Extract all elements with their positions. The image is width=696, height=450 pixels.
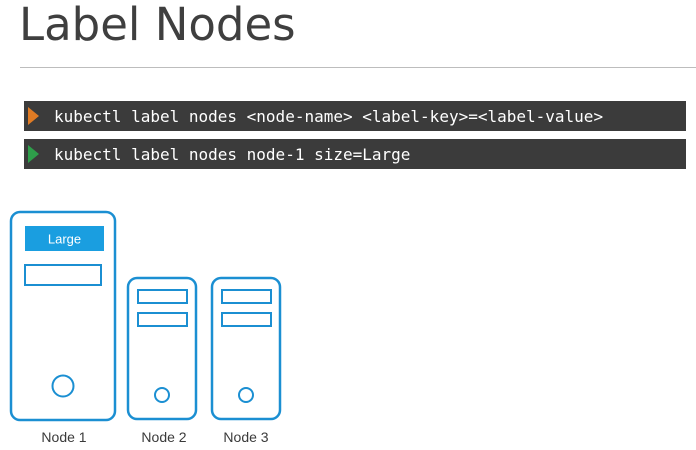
play-icon	[28, 145, 39, 163]
label-tag-text: Large	[48, 232, 81, 247]
title-divider	[20, 67, 696, 68]
play-icon	[28, 107, 39, 125]
command-text: kubectl label nodes <node-name> <label-k…	[54, 106, 604, 126]
drive-bay	[221, 289, 272, 304]
node-2: Node 2	[126, 276, 198, 445]
command-line-example: kubectl label nodes node-1 size=Large	[24, 139, 686, 169]
drive-bay	[137, 312, 188, 327]
power-button	[154, 387, 170, 403]
power-button	[51, 374, 75, 398]
command-text: kubectl label nodes node-1 size=Large	[54, 144, 411, 164]
node-label: Node 1	[41, 429, 86, 445]
command-line-syntax: kubectl label nodes <node-name> <label-k…	[24, 101, 686, 131]
drive-bay	[221, 312, 272, 327]
slide-title: Label Nodes	[19, 0, 296, 51]
drive-bay	[137, 289, 188, 304]
node-label: Node 3	[223, 429, 268, 445]
power-button	[238, 387, 254, 403]
label-tag	[25, 226, 104, 251]
node-label: Node 2	[141, 429, 186, 445]
node-3: Node 3	[210, 276, 282, 445]
drive-bay	[24, 264, 102, 286]
nodes-diagram: Large Node 1 Node 2 Node 3	[9, 210, 282, 445]
node-1: Large Node 1	[9, 210, 117, 445]
